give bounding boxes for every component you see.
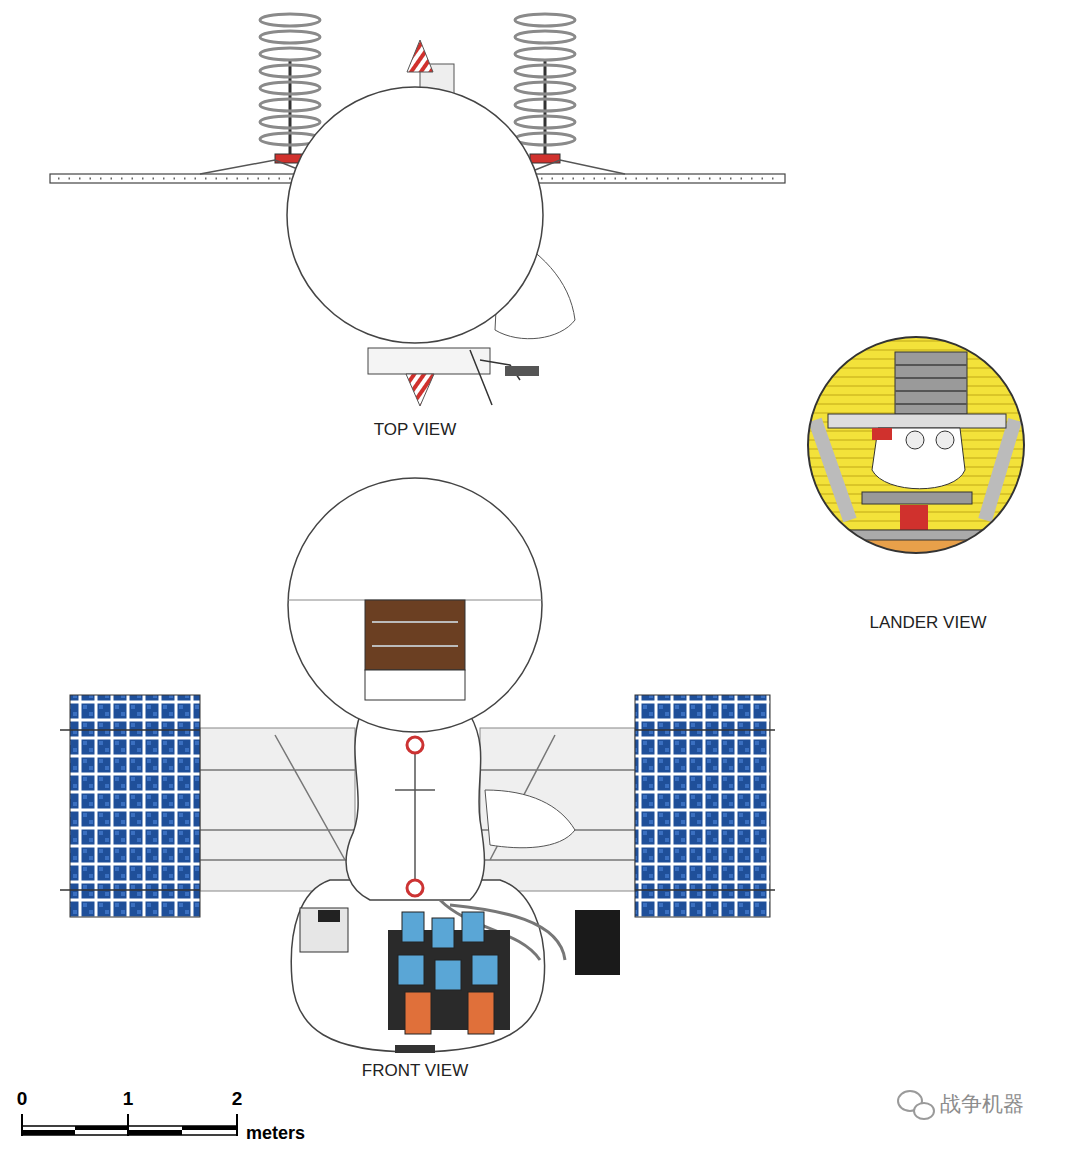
tank <box>432 918 454 948</box>
tank <box>435 960 461 990</box>
scale-number: 2 <box>232 1089 243 1110</box>
tank <box>402 912 424 942</box>
watermark: 战争机器 <box>940 1092 1024 1115</box>
view-title: TOP VIEW <box>374 421 457 440</box>
truss-panel <box>200 728 355 891</box>
camera <box>906 431 924 449</box>
view-title: FRONT VIEW <box>362 1062 468 1081</box>
lander-body <box>872 428 965 489</box>
fitting <box>505 366 539 376</box>
instrument-box <box>318 910 340 922</box>
fitting <box>470 350 520 405</box>
antenna-mast <box>544 60 547 158</box>
solar-panel <box>70 695 200 917</box>
striped-antenna <box>407 40 433 72</box>
body-neck <box>346 715 484 900</box>
thruster <box>405 992 431 1034</box>
marker <box>872 428 892 440</box>
lander-sphere <box>288 478 542 732</box>
tank <box>472 955 498 985</box>
scale-segment <box>75 1126 128 1130</box>
helical-antenna <box>260 14 320 145</box>
marker <box>900 505 928 530</box>
tank <box>398 955 424 985</box>
sphere <box>287 87 543 343</box>
drag-disk <box>828 414 1006 428</box>
helical-antenna <box>515 14 575 145</box>
lander-antenna <box>895 352 967 414</box>
nozzle <box>395 1045 435 1053</box>
top-view <box>50 14 785 406</box>
window-frame <box>365 670 465 700</box>
lander-bay <box>800 330 1040 570</box>
port <box>407 880 423 896</box>
view-title: LANDER VIEW <box>869 614 986 633</box>
camera <box>936 431 954 449</box>
scale-unit: meters <box>246 1124 305 1144</box>
side-module <box>485 790 575 848</box>
window-bars <box>372 622 458 646</box>
solar-panel <box>635 695 770 917</box>
scale-tick <box>22 1114 237 1136</box>
lander-ring <box>862 492 972 504</box>
base-box <box>368 348 490 374</box>
scale-segment <box>182 1126 237 1130</box>
wechat-icon <box>898 1091 934 1119</box>
wechat-icon <box>914 1103 934 1119</box>
rail <box>395 789 435 791</box>
truss-panel <box>480 728 635 891</box>
base-module <box>291 880 544 1052</box>
lander-antenna <box>895 365 967 404</box>
thruster <box>468 992 494 1034</box>
lander-view <box>800 330 1040 570</box>
scale-bar <box>22 1126 237 1135</box>
window <box>365 600 465 670</box>
front-view <box>60 478 775 1053</box>
scale-segment <box>128 1130 182 1135</box>
antenna-mast <box>289 60 292 158</box>
instrument-box <box>300 908 348 952</box>
striped-antenna <box>406 374 434 406</box>
scale-number: 1 <box>123 1089 134 1110</box>
port <box>407 737 423 753</box>
scale-segment <box>22 1130 75 1135</box>
black-box <box>575 910 620 975</box>
scale-bar <box>22 1114 237 1136</box>
view-circle <box>808 337 1024 553</box>
scale-number: 0 <box>17 1089 28 1110</box>
tank <box>462 912 484 942</box>
rail <box>414 745 416 890</box>
